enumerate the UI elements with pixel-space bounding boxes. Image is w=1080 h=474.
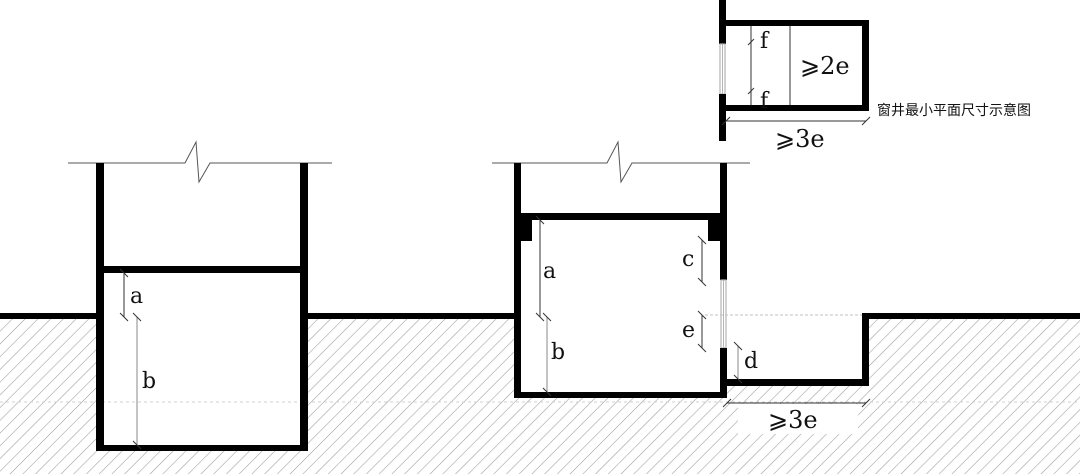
plan-well-bottom	[726, 105, 869, 111]
mid-ceiling-slab	[514, 213, 727, 220]
beam-right	[708, 220, 727, 241]
mid-right-wall-lower	[720, 348, 727, 398]
break-line-right	[492, 140, 750, 184]
bottom-slab	[96, 445, 308, 451]
label-f-bottom: f	[760, 89, 770, 114]
plan-inset: f f ⩾2e ⩾3e 窗井最小平面尺寸示意图	[719, 0, 1031, 153]
plan-well-top	[726, 20, 869, 26]
label-a-right: a	[543, 259, 556, 284]
label-b-right: b	[551, 340, 565, 365]
plan-well-right	[862, 20, 869, 110]
well-wall	[862, 313, 869, 386]
break-line-left	[68, 140, 332, 184]
label-f-top: f	[760, 29, 770, 54]
beam-left	[514, 220, 532, 241]
label-a-left: a	[130, 284, 143, 309]
right-wall	[300, 163, 308, 451]
plan-caption: 窗井最小平面尺寸示意图	[877, 102, 1031, 119]
mid-left-wall	[514, 163, 521, 398]
plan-wall-lower	[719, 94, 726, 141]
right-section: a b c e d ⩾3e	[492, 140, 871, 434]
label-d: d	[744, 349, 758, 374]
left-section: a b	[68, 140, 332, 451]
left-wall	[96, 163, 104, 451]
floor-slab	[96, 266, 308, 273]
plan-wall-upper	[719, 0, 726, 44]
label-depth: ⩾2e	[800, 52, 850, 80]
label-b-left: b	[142, 369, 156, 394]
ground-line	[0, 313, 1080, 319]
label-well-width: ⩾3e	[768, 406, 818, 434]
well-floor	[720, 379, 869, 386]
label-c: c	[682, 247, 694, 272]
label-plan-width: ⩾3e	[775, 125, 825, 153]
label-e: e	[682, 318, 695, 343]
mid-bottom-slab	[514, 392, 727, 398]
